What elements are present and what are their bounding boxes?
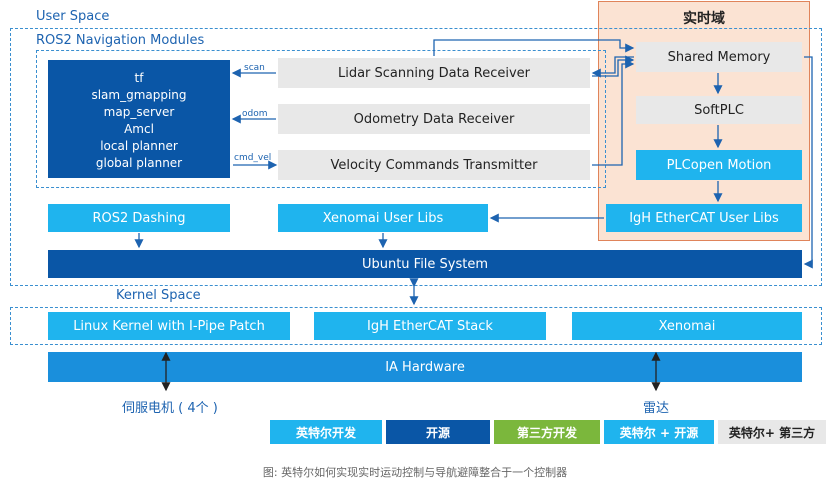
nav-modules-box: tf slam_gmapping map_server Amcl local p… <box>48 60 230 178</box>
arrow-shm-lidar <box>591 56 634 78</box>
legend-open-source: 开源 <box>386 420 490 444</box>
nav-module-slam-gmapping: slam_gmapping <box>91 88 187 102</box>
igh-ethercat-stack: IgH EtherCAT Stack <box>314 312 546 340</box>
servo-motors-label: 伺服电机 ( 4个 ) <box>122 401 218 416</box>
legend-intel-dev: 英特尔开发 <box>270 420 382 444</box>
softplc: SoftPLC <box>636 96 802 124</box>
kernel-space-label: Kernel Space <box>116 288 201 303</box>
shared-memory: Shared Memory <box>636 42 802 72</box>
nav-module-map-server: map_server <box>103 105 175 119</box>
lidar-receiver: Lidar Scanning Data Receiver <box>278 58 590 88</box>
xenomai-kernel: Xenomai <box>572 312 802 340</box>
legend-third-party: 第三方开发 <box>494 420 600 444</box>
ubuntu-file-system: Ubuntu File System <box>48 250 802 278</box>
nav-module-amcl: Amcl <box>124 122 154 136</box>
realtime-domain-title: 实时域 <box>683 11 725 27</box>
ros2-dashing: ROS2 Dashing <box>48 204 230 232</box>
figure-caption: 图: 英特尔如何实现实时运动控制与导航避障整合于一个控制器 <box>262 466 568 479</box>
arrow-shm-ubuntu <box>803 56 813 269</box>
arrow-top-loop <box>433 39 635 56</box>
nav-module-global-planner: global planner <box>95 156 183 170</box>
topic-odom: odom <box>242 109 268 119</box>
radar-label: 雷达 <box>643 401 670 416</box>
nav-module-tf: tf <box>134 71 144 85</box>
odometry-receiver: Odometry Data Receiver <box>278 104 590 134</box>
plcopen-motion: PLCopen Motion <box>636 150 802 180</box>
xenomai-user-libs: Xenomai User Libs <box>278 204 488 232</box>
legend-intel-open-source: 英特尔 + 开源 <box>604 420 714 444</box>
topic-cmd-vel: cmd_vel <box>234 153 272 163</box>
nav-module-local-planner: local planner <box>100 139 178 153</box>
igh-ethercat-user-libs: IgH EtherCAT User Libs <box>606 204 802 232</box>
topic-scan: scan <box>244 63 265 73</box>
arrow-velocity-shm <box>592 59 635 166</box>
kernel-space-region <box>10 307 822 345</box>
ros2-modules-label: ROS2 Navigation Modules <box>36 33 205 48</box>
ia-hardware: IA Hardware <box>48 352 802 382</box>
linux-kernel-ipipe: Linux Kernel with I-Pipe Patch <box>48 312 290 340</box>
velocity-transmitter: Velocity Commands Transmitter <box>278 150 590 180</box>
legend-intel-third-party: 英特尔+ 第三方 <box>718 420 826 444</box>
ros2-modules-region <box>36 50 606 188</box>
user-space-label: User Space <box>36 9 110 24</box>
